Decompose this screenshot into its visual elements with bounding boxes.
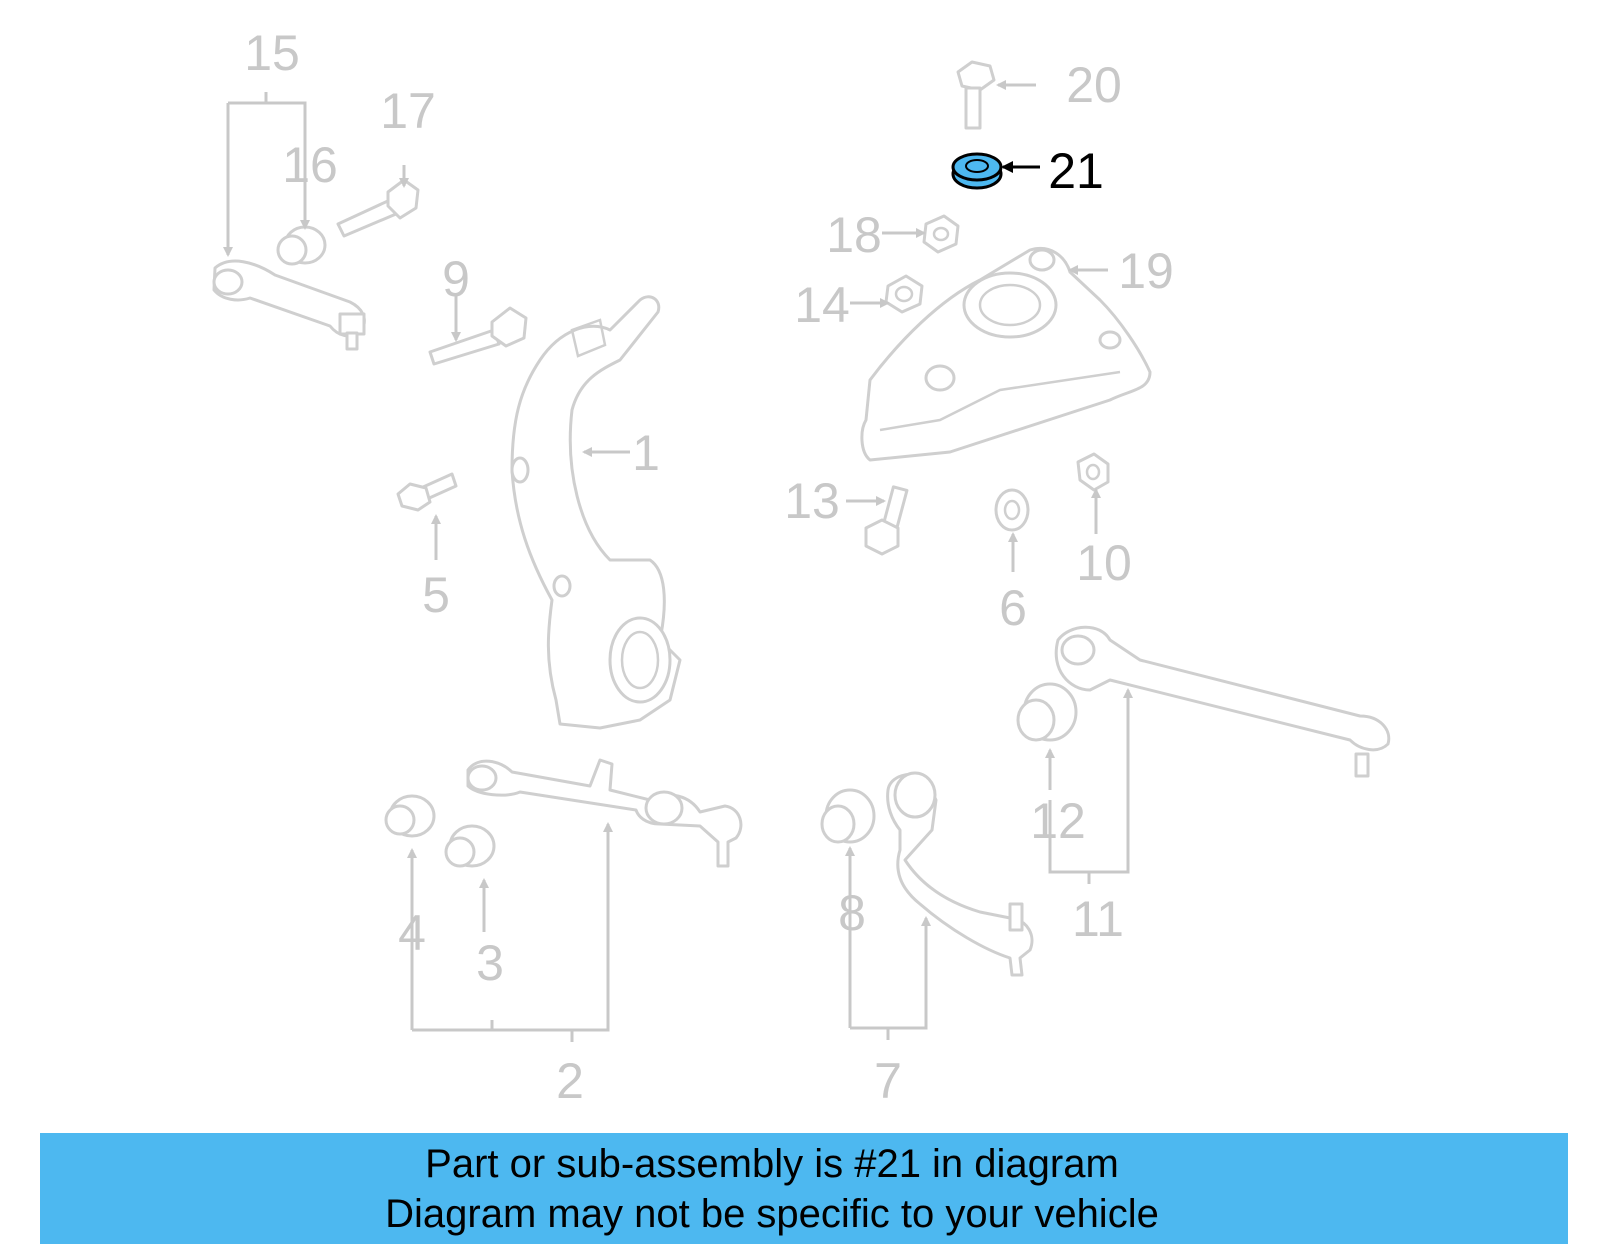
bushing-part-4 <box>384 794 436 838</box>
callout-17[interactable]: 17 <box>380 83 436 139</box>
bolt-part-20 <box>956 60 996 130</box>
bushing-part-16 <box>276 225 327 266</box>
callout-2[interactable]: 2 <box>556 1053 584 1109</box>
bolt-part-13 <box>864 485 909 556</box>
bushing-part-3 <box>444 824 496 868</box>
callout-20[interactable]: 20 <box>1066 57 1122 113</box>
nut-part-6 <box>994 488 1030 532</box>
bushing-part-12 <box>1016 682 1078 742</box>
callout-7[interactable]: 7 <box>874 1053 902 1109</box>
banner-line-part-number: Part or sub-assembly is #21 in diagram <box>425 1141 1119 1186</box>
callout-19[interactable]: 19 <box>1118 243 1174 299</box>
washer-part-21-highlighted[interactable] <box>951 152 1003 190</box>
callout-13[interactable]: 13 <box>784 473 840 529</box>
callout-8[interactable]: 8 <box>838 885 866 941</box>
bolt-part-9 <box>428 306 528 366</box>
nut-part-10 <box>1076 452 1110 492</box>
callout-3[interactable]: 3 <box>476 935 504 991</box>
callout-18[interactable]: 18 <box>826 207 882 263</box>
upper-control-arm-part-15 <box>212 259 366 351</box>
callout-4[interactable]: 4 <box>398 905 426 961</box>
callout-9[interactable]: 9 <box>442 251 470 307</box>
callout-10[interactable]: 10 <box>1076 535 1132 591</box>
callout-1[interactable]: 1 <box>632 425 660 481</box>
bushing-part-8 <box>820 788 876 844</box>
nut-part-14 <box>884 274 924 314</box>
control-arm-part-7 <box>886 771 1034 977</box>
callout-11[interactable]: 11 <box>1072 891 1124 947</box>
nut-part-18 <box>922 214 960 254</box>
leader-lines <box>223 80 1133 1042</box>
control-arm-part-11 <box>1054 625 1391 778</box>
callout-5[interactable]: 5 <box>422 567 450 623</box>
steering-knuckle-part-1 <box>510 295 682 730</box>
callout-6[interactable]: 6 <box>999 580 1027 636</box>
callout-21[interactable]: 21 <box>1048 143 1104 199</box>
bolt-part-17 <box>336 178 420 238</box>
lower-control-arm-part-2 <box>466 758 743 868</box>
banner-line-disclaimer: Diagram may not be specific to your vehi… <box>385 1191 1159 1236</box>
callout-15[interactable]: 15 <box>244 25 300 81</box>
callout-12[interactable]: 12 <box>1030 793 1086 849</box>
callout-labels: 15 16 17 9 1 5 20 21 18 14 19 13 6 10 12… <box>244 25 1174 1109</box>
info-banner: Part or sub-assembly is #21 in diagram D… <box>40 1133 1568 1244</box>
callout-16[interactable]: 16 <box>282 137 338 193</box>
strut-mount-bracket-part-19 <box>860 247 1152 462</box>
bolt-part-5 <box>396 472 458 512</box>
callout-14[interactable]: 14 <box>794 277 850 333</box>
